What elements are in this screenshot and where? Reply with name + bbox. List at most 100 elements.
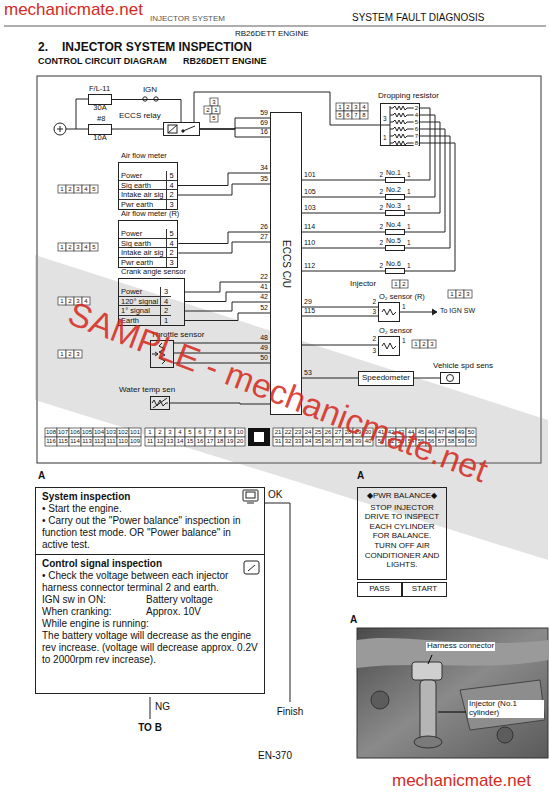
wire [112,129,163,131]
pin-number: 1 [58,185,66,193]
connector-cell [293,437,303,446]
pin-number: 35 [313,437,323,446]
pin-number: 3 [165,428,175,437]
component-name: #8 [97,115,119,123]
terminal-number: 1 [407,223,411,230]
pin-number: 37 [333,437,343,446]
pin-number: 18 [215,437,225,446]
pin-number: 34 [260,164,268,172]
terminal-number: 2 [379,204,383,211]
inspection-box: System inspection• Start the engine.• Ca… [35,487,265,555]
pin-number: 116 [45,437,57,446]
component-name: No.1 [386,169,404,177]
pin-number: 22 [283,428,293,437]
connector-cell [195,437,205,446]
watermark-text: mechanicmate.net [4,1,143,20]
terminal-number: 6 [414,126,419,133]
component-name: Crank angle sensor [121,268,186,276]
connector-cell [129,428,141,437]
connector-cell [74,185,82,193]
connector-cell [45,428,57,437]
connector-cell [45,437,57,446]
wire [302,232,385,233]
connector-cell [336,111,344,119]
table-cell: 120° signal [119,297,160,307]
inspection-box: Control signal inspection• Check the vol… [35,554,265,694]
terminal-number: 1 [407,204,411,211]
wire [302,271,385,272]
meter-icon [244,561,259,574]
pin-number: 4 [175,428,185,437]
connector-cell [225,437,235,446]
terminal-number: 8 [414,140,419,147]
connector-cell [273,437,283,446]
watermark-text: mechanicmate.net [392,772,531,791]
component-name: No.6 [386,260,404,268]
table-cell: Intake air sig [119,190,166,200]
node-text: System inspection [42,491,258,503]
component-name: F/L-11 [89,85,111,93]
connector-cell [58,243,66,251]
terminal-number: 7 [414,133,419,140]
pin-number: 22 [260,273,268,281]
meter-box: Speedometer [358,371,414,386]
pin-number: 2 [344,103,352,111]
pin-number: 3 [464,290,472,298]
component-name: Vehicle spd sens [433,362,451,371]
connector-cell [57,428,69,437]
component-name: No.3 [386,202,404,210]
figure-letter: A [38,470,45,481]
pin-number: 33 [293,437,303,446]
battery-symbol [54,99,88,135]
pin-number: 34 [303,437,313,446]
connector-cell [360,111,368,119]
pin-number: 2 [400,280,408,288]
pin-number: 115 [304,307,315,315]
connector-cell [205,428,215,437]
injector-box: No.6 [385,268,405,274]
bus-line [380,125,390,126]
pin-number: 113 [81,437,93,446]
pin-number: 107 [57,428,69,437]
pin-number: 4 [82,185,90,193]
pin-number: 102 [117,428,129,437]
table-cell: 3 [160,287,171,297]
pin-number: 105 [81,428,93,437]
terminal-number: 3 [372,347,376,354]
pin-number: 4 [82,243,90,251]
table-cell: 2 [160,306,171,316]
photo-callout: Injector (No.1 cylinder) [468,700,544,718]
sensor-box: O₂ sensor [378,336,400,356]
node-text: STOP INJECTOR DRIVE TO INSPECT EACH CYLI… [364,503,440,570]
section-tag: RB26DETT ENGINE [235,30,309,39]
node-text: Speedometer [362,374,410,383]
pin-number: 101 [129,428,141,437]
connector-cell [58,297,66,305]
consult-icon [243,490,258,503]
connector-cell [466,428,476,437]
pin-number: 7 [205,428,215,437]
pin-number: 105 [304,188,316,196]
relay-box: ECCS relay [163,122,200,136]
connector-cell [117,428,129,437]
pin-number: 2 [66,243,74,251]
connector-cell [313,437,323,446]
pin-number: 1 [412,340,420,348]
pin-number: 111 [105,437,117,446]
terminal-number: 2 [372,335,376,342]
terminal-number: 2 [379,262,383,269]
wire [405,136,450,248]
pin-number: 29 [304,298,312,306]
pin-number: 16 [260,128,268,136]
wire [405,129,445,232]
wire [302,197,385,198]
node-text: ◆PWR BALANCE◆ [364,491,440,501]
component-name: Dropping resistor [378,92,416,101]
connector-cell [215,428,225,437]
terminal-number: 2 [414,105,419,112]
component-name: Air flow meter [121,152,179,160]
terminal-number: 4 [414,112,419,119]
watermark-text: SAMPLE - mechanicmate.net [63,294,493,490]
pin-number: 19 [225,437,235,446]
node-text: START [412,585,437,594]
